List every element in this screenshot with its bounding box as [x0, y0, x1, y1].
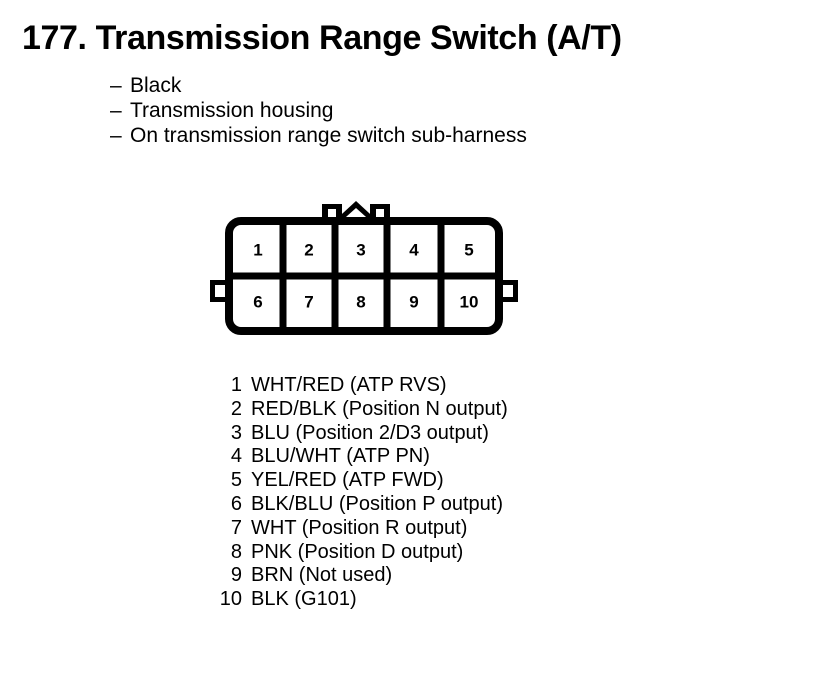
spec-list-item: – Transmission housing: [110, 98, 527, 123]
pin-legend-description: RED/BLK (Position N output): [251, 397, 508, 420]
pin-legend-row: 4 BLU/WHT (ATP PN): [204, 445, 508, 469]
pin-legend-description: BRN (Not used): [251, 564, 393, 587]
pin-legend-number: 8: [230, 540, 242, 563]
pin-legend-number: 1: [230, 374, 242, 396]
pin-legend-number: 4: [230, 445, 242, 468]
pin-legend-description: BLU/WHT (ATP PN): [251, 445, 430, 468]
pin-legend-description: YEL/RED (ATP FWD): [251, 469, 444, 492]
pin-legend-number: 2: [230, 397, 242, 420]
pin-legend-number: 10: [219, 588, 242, 611]
pin-legend-number: 9: [230, 564, 242, 587]
connector-pin-cell: 7: [304, 293, 313, 312]
dash-bullet-icon: –: [110, 74, 122, 97]
pin-legend-list: 1 WHT/RED (ATP RVS) 2 RED/BLK (Position …: [204, 374, 508, 612]
pin-legend-description: WHT (Position R output): [251, 516, 468, 539]
pin-legend-description: BLU (Position 2/D3 output): [251, 421, 489, 444]
pin-legend-description: PNK (Position D output): [251, 540, 464, 563]
pin-legend-row: 8 PNK (Position D output): [204, 541, 508, 565]
spec-list-item: – On transmission range switch sub-harne…: [110, 123, 527, 148]
pin-legend-row: 3 BLU (Position 2/D3 output): [204, 422, 508, 446]
spec-list: – Black – Transmission housing – On tran…: [110, 73, 527, 148]
connector-pin-cell: 9: [409, 293, 418, 312]
spec-list-item-label: Black: [130, 74, 182, 97]
dash-bullet-icon: –: [110, 99, 122, 122]
pin-legend-row: 7 WHT (Position R output): [204, 517, 508, 541]
connector-pin-cell: 2: [304, 241, 313, 260]
pin-legend-number: 3: [230, 421, 242, 444]
pin-legend-row: 6 BLK/BLU (Position P output): [204, 493, 508, 517]
connector-svg: 1 2 3 4 5 6 7 8 9 10: [210, 201, 518, 335]
spec-list-item: – Black: [110, 73, 527, 98]
pin-legend-row: 1 WHT/RED (ATP RVS): [204, 374, 508, 398]
pin-legend-row: 10 BLK (G101): [204, 588, 508, 612]
connector-pin-cell: 4: [409, 241, 419, 260]
connector-pin-cell: 5: [464, 241, 473, 260]
connector-pin-cell: 6: [253, 293, 262, 312]
connector-pin-cell: 10: [460, 293, 479, 312]
page-title: 177. Transmission Range Switch (A/T): [22, 19, 622, 57]
pin-legend-description: BLK (G101): [251, 588, 357, 611]
connector-pin-cell: 3: [356, 241, 365, 260]
pin-legend-row: 5 YEL/RED (ATP FWD): [204, 469, 508, 493]
pin-legend-description: WHT/RED (ATP RVS): [251, 374, 447, 396]
spec-list-item-label: Transmission housing: [130, 99, 334, 122]
spec-list-item-label: On transmission range switch sub-harness: [130, 124, 527, 147]
connector-pin-cell: 1: [253, 241, 262, 260]
pin-legend-row: 9 BRN (Not used): [204, 564, 508, 588]
connector-pin-cell: 8: [356, 293, 365, 312]
dash-bullet-icon: –: [110, 124, 122, 147]
pin-legend-number: 5: [230, 469, 242, 492]
pin-legend-number: 6: [230, 492, 242, 515]
connector-diagram: 1 2 3 4 5 6 7 8 9 10: [204, 196, 524, 336]
pin-legend-number: 7: [230, 516, 242, 539]
pin-legend-row: 2 RED/BLK (Position N output): [204, 398, 508, 422]
pin-legend-description: BLK/BLU (Position P output): [251, 492, 503, 515]
